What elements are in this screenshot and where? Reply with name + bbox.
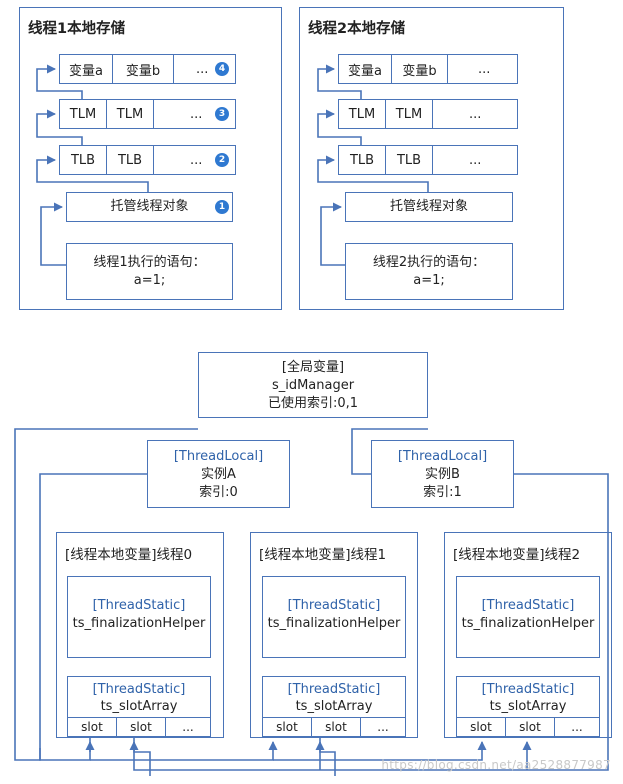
badge-3-icon: 3 (215, 107, 229, 121)
thread1-tlm-1: TLM (60, 100, 107, 128)
thread2-tlm-more: ... (469, 106, 482, 122)
instance-a-index: 索引:0 (199, 485, 238, 500)
thread2-array-attr: [ThreadStatic] (481, 682, 575, 697)
thread0-helper-attr: [ThreadStatic] (92, 598, 186, 613)
thread2-slots: slot slot ... (456, 717, 600, 737)
thread2-row-variables: 变量a 变量b ... (338, 54, 518, 84)
thread0-slot-0: slot (68, 718, 117, 736)
thread1-slot-array: [ThreadStatic] ts_slotArray (262, 676, 406, 719)
thread2-statement-box: 线程2执行的语句： a=1; (345, 243, 513, 300)
thread1-array-name: ts_slotArray (295, 699, 373, 714)
thread1-row-tlm: TLM TLM ... (59, 99, 236, 129)
thread1-slots: slot slot ... (262, 717, 406, 737)
thread2-slot-1: slot (506, 718, 555, 736)
thread2-tlm-1: TLM (339, 100, 386, 128)
global-line2: s_idManager (271, 378, 355, 393)
thread2-tlb-more: ... (469, 152, 482, 168)
thread0-slot-1: slot (117, 718, 166, 736)
global-line3: 已使用索引:0,1 (267, 396, 359, 411)
thread0-slot-more: ... (182, 720, 194, 734)
thread1-finalization-helper: [ThreadStatic] ts_finalizationHelper (262, 576, 406, 658)
threadlocal-instance-a: [ThreadLocal] 实例A 索引:0 (147, 440, 290, 508)
thread2-helper-attr: [ThreadStatic] (481, 598, 575, 613)
thread2-slot-array: [ThreadStatic] ts_slotArray (456, 676, 600, 719)
threadlocal-instance-b: [ThreadLocal] 实例B 索引:1 (371, 440, 514, 508)
thread0-finalization-helper: [ThreadStatic] ts_finalizationHelper (67, 576, 211, 658)
instance-a-attr: [ThreadLocal] (173, 449, 264, 464)
thread1-row-tlb: TLB TLB ... (59, 145, 236, 175)
thread1-slot-1: slot (312, 718, 361, 736)
thread2-var-more: ... (478, 61, 491, 77)
thread2-statement-line2: a=1; (413, 273, 445, 288)
thread1-managed-object: 托管线程对象 (66, 192, 233, 222)
thread2-row-tlm: TLM TLM ... (338, 99, 518, 129)
thread2-finalization-helper: [ThreadStatic] ts_finalizationHelper (456, 576, 600, 658)
thread0-slots: slot slot ... (67, 717, 211, 737)
slot1-t0-down (133, 737, 151, 776)
thread1-tlb-more: ... (190, 152, 203, 168)
thread0-array-name: ts_slotArray (100, 699, 178, 714)
thread1-storage-title: 线程1本地存储 (28, 21, 126, 37)
thread1-statement-line2: a=1; (133, 273, 166, 288)
thread1-tlm-2: TLM (107, 100, 154, 128)
thread2-managed-object-label: 托管线程对象 (389, 199, 468, 214)
thread1-slot-more: ... (377, 720, 389, 734)
thread2-helper-name: ts_finalizationHelper (461, 616, 595, 631)
thread2-statement-line1: 线程2执行的语句： (372, 255, 486, 270)
thread2-array-name: ts_slotArray (489, 699, 567, 714)
thread2-slot-0: slot (457, 718, 506, 736)
thread1-var-more: ... (196, 61, 209, 77)
thread2-local-title: [线程本地变量]线程2 (453, 547, 581, 563)
slot1-t1-down (319, 737, 336, 776)
thread1-local-title: [线程本地变量]线程1 (259, 547, 387, 563)
thread1-var-b: 变量b (113, 55, 174, 83)
instance-b-name: 实例B (425, 467, 460, 482)
thread2-tlb-2: TLB (386, 146, 433, 174)
thread1-tlb-1: TLB (60, 146, 107, 174)
thread1-helper-name: ts_finalizationHelper (267, 616, 401, 631)
instance-a-name: 实例A (201, 467, 236, 482)
badge-4-icon: 4 (215, 62, 229, 76)
thread2-storage-title: 线程2本地存储 (308, 21, 406, 37)
thread1-managed-object-label: 托管线程对象 (110, 199, 189, 214)
thread0-slot-array: [ThreadStatic] ts_slotArray (67, 676, 211, 719)
thread2-slot-more: ... (571, 720, 583, 734)
thread1-array-attr: [ThreadStatic] (287, 682, 381, 697)
thread1-tlm-more: ... (190, 106, 203, 122)
thread1-slot-0: slot (263, 718, 312, 736)
thread2-managed-object: 托管线程对象 (345, 192, 513, 222)
badge-2-icon: 2 (215, 153, 229, 167)
thread2-row-tlb: TLB TLB ... (338, 145, 518, 175)
global-id-manager-box: [全局变量] s_idManager 已使用索引:0,1 (198, 352, 428, 418)
badge-1-icon: 1 (215, 200, 229, 214)
thread2-var-a: 变量a (339, 55, 392, 83)
thread1-var-a: 变量a (60, 55, 113, 83)
thread0-title: [线程本地变量]线程0 (65, 547, 193, 563)
thread0-helper-name: ts_finalizationHelper (72, 616, 206, 631)
global-line1: [全局变量] (281, 360, 345, 375)
thread1-helper-attr: [ThreadStatic] (287, 598, 381, 613)
instance-b-attr: [ThreadLocal] (397, 449, 488, 464)
thread1-tlb-2: TLB (107, 146, 154, 174)
watermark: https://blog.csdn.net/aa2528877987 (381, 758, 611, 772)
thread1-row-variables: 变量a 变量b ... (59, 54, 236, 84)
thread2-tlb-1: TLB (339, 146, 386, 174)
thread1-statement-line1: 线程1执行的语句： (93, 255, 206, 270)
thread2-var-b: 变量b (392, 55, 448, 83)
thread2-tlm-2: TLM (386, 100, 433, 128)
route-a-slot0-t1 (90, 741, 278, 761)
thread1-statement-box: 线程1执行的语句： a=1; (66, 243, 233, 300)
thread0-array-attr: [ThreadStatic] (92, 682, 186, 697)
instance-b-index: 索引:1 (423, 485, 462, 500)
